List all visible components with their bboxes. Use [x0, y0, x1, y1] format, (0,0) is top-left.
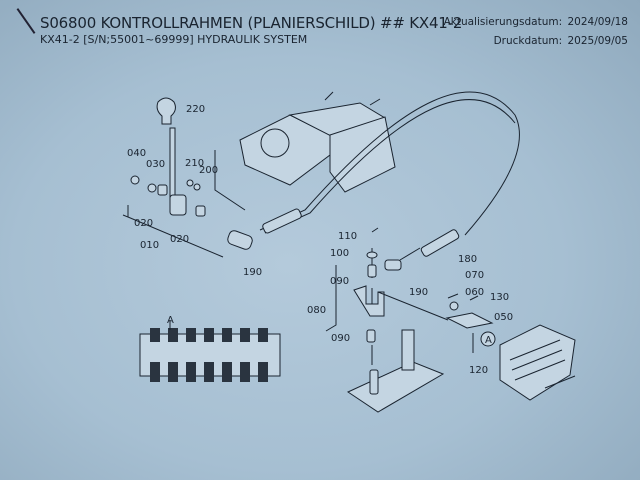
callout-100: 100: [330, 248, 349, 259]
lever-assembly: [122, 97, 253, 258]
callout-050: 050: [494, 312, 513, 323]
callout-120: 120: [469, 365, 488, 376]
ref-a-circle: A: [485, 335, 492, 346]
callout-090-bottom: 090: [331, 333, 350, 344]
update-date: Aktualisierungsdatum: 2024/09/18: [442, 16, 628, 28]
callout-010: 010: [140, 240, 159, 251]
update-value: 2024/09/18: [567, 16, 628, 28]
page-title: S06800 KONTROLLRAHMEN (PLANIERSCHILD) ##…: [40, 14, 463, 32]
callout-180: 180: [458, 254, 477, 265]
callout-090-top: 090: [330, 276, 349, 287]
callout-020-right: 020: [170, 234, 189, 245]
control-frame: [214, 91, 396, 211]
callout-070: 070: [465, 270, 484, 281]
callout-220: 220: [186, 104, 205, 115]
link-plate: [445, 293, 494, 353]
callout-040: 040: [127, 148, 146, 159]
callout-060: 060: [465, 287, 484, 298]
valve-bank: [139, 320, 281, 382]
control-cable: [259, 91, 520, 271]
print-date: Druckdatum: 2025/09/05: [492, 35, 628, 47]
print-value: 2025/09/05: [567, 35, 628, 47]
print-label: Druckdatum:: [493, 35, 563, 47]
ref-a-label: A: [167, 315, 174, 326]
callout-190-right: 190: [409, 287, 428, 298]
callout-110: 110: [338, 231, 357, 242]
callout-030: 030: [146, 159, 165, 170]
callout-200: 200: [199, 165, 218, 176]
pivot-stand: [325, 227, 449, 413]
callout-080: 080: [307, 305, 326, 316]
page-subtitle: KX41-2 [S/N;55001~69999] HYDRAULIK SYSTE…: [40, 33, 308, 46]
callout-190-left: 190: [243, 267, 262, 278]
update-label: Aktualisierungsdatum:: [443, 16, 563, 28]
callout-020-left: 020: [134, 218, 153, 229]
callout-210: 210: [185, 158, 204, 169]
control-valve: [480, 324, 576, 401]
callout-130: 130: [490, 292, 509, 303]
